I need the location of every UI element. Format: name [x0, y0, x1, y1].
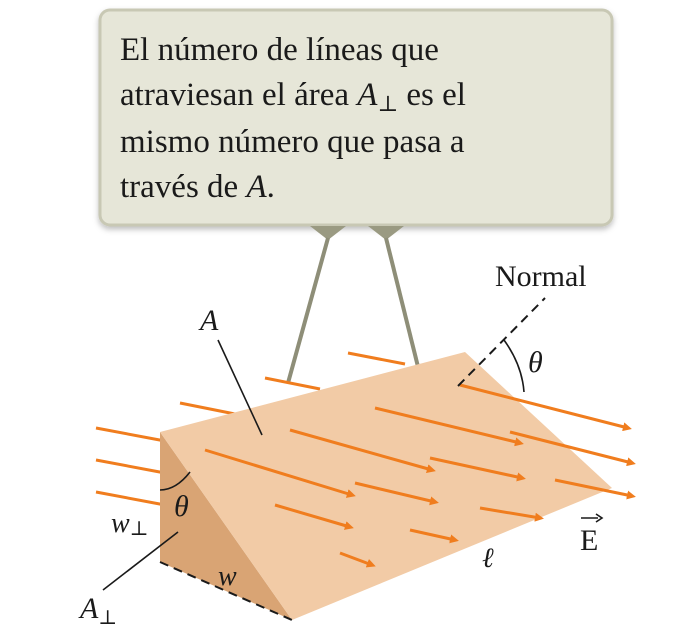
callout-symbol-perp-sub: ⊥: [377, 91, 399, 116]
theta-left-label: θ: [174, 490, 189, 523]
callout-line-4-before: través de: [120, 169, 247, 205]
callout-line-3: mismo número que pasa a: [120, 124, 465, 160]
callout-box: [98, 8, 614, 227]
a-perp-symbol: A: [78, 592, 99, 625]
w-perp-symbol: w: [111, 508, 130, 539]
field-line-surface-12: [554, 478, 636, 500]
field-line-surface-10: [409, 528, 459, 544]
surface-a: [160, 352, 612, 620]
theta-arc-right: [503, 339, 525, 393]
w-label: w: [218, 561, 237, 592]
field-line-back-3: [347, 351, 406, 366]
field-vector-label: E: [580, 513, 604, 557]
callout-line-4: través de A.: [120, 165, 600, 210]
a-perp-label: A⊥: [78, 592, 117, 629]
field-line-surface-4: [459, 383, 632, 432]
field-line-surface-6: [354, 481, 439, 506]
field-line-surface-1: [204, 448, 356, 498]
callout-line-2-before: atraviesan el área: [120, 77, 358, 113]
w-perp-label: w⊥: [111, 508, 149, 540]
callout-symbol-a-perp: A: [357, 77, 378, 113]
normal-line: [457, 297, 546, 387]
theta-arc-left: [159, 471, 191, 491]
field-line-back-2: [264, 376, 321, 391]
callout-line-1: El número de líneas que: [120, 32, 439, 68]
ell-label: ℓ: [482, 543, 494, 574]
field-line-left-2: [95, 458, 166, 475]
field-line-surface-2: [289, 428, 436, 473]
a-perp-leader-line: [102, 531, 179, 591]
field-line-surface-9: [339, 551, 376, 568]
field-line-surface-5: [274, 503, 354, 530]
callout-symbol-a: A: [246, 169, 267, 205]
field-lines-surface: [204, 383, 636, 568]
callout-line-4-after: .: [266, 169, 275, 205]
field-line-left-1: [95, 426, 166, 443]
callout-text: El número de líneas que atraviesan el ár…: [120, 28, 600, 210]
w-perp-subscript: ⊥: [130, 518, 149, 540]
field-line-surface-11: [479, 506, 544, 522]
callout-pointer-right: [368, 226, 404, 240]
normal-label: Normal: [495, 260, 587, 293]
field-label: E: [580, 524, 598, 557]
a-perp-subscript: ⊥: [98, 607, 117, 629]
field-line-left-3: [95, 490, 166, 507]
callout-line-2: atraviesan el área A⊥ es el: [120, 73, 600, 120]
area-label: A: [198, 304, 219, 337]
callout-pointer-left: [310, 226, 346, 240]
field-lines-left: [95, 351, 406, 507]
w-dashed-line: [159, 561, 293, 621]
field-line-surface-8: [509, 430, 636, 467]
theta-right-label: θ: [528, 346, 543, 379]
callout-line-left: [286, 237, 330, 384]
callout-line-2-after: es el: [398, 77, 466, 113]
field-vector-arrow-head: [595, 513, 604, 523]
field-line-surface-3: [374, 406, 524, 447]
field-line-surface-7: [429, 456, 526, 482]
area-leader-line: [217, 339, 263, 436]
